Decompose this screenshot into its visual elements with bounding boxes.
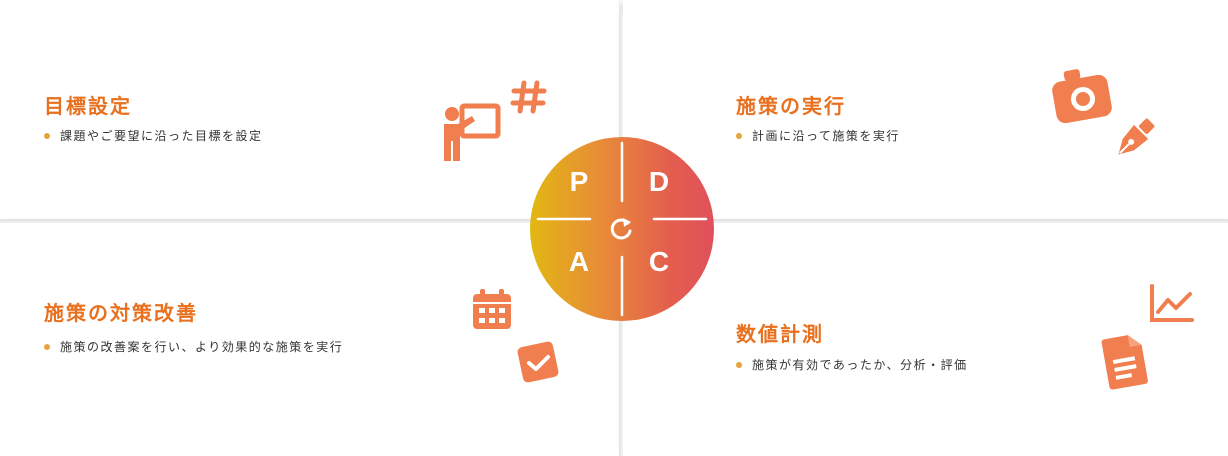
bullet-dot [736,132,742,139]
cycle-letter-a: A [568,246,590,277]
act-bullet: 施策の改善案を行い、より効果的な施策を実行 [44,338,343,355]
check-bullet-text: 施策が有効であったか、分析・評価 [752,358,968,372]
presenter-icon [444,103,501,161]
plan-bullet-text: 課題やご要望に沿った目標を設定 [60,129,263,143]
plan-panel [0,0,619,219]
checkmark-icon [517,341,559,383]
check-title: 数値計測 [736,322,824,346]
cycle-letter-d: D [648,166,670,197]
cycle-letter-p: P [569,166,589,197]
hashtag-icon [510,80,547,114]
refresh-icon [610,218,632,240]
pdca-cycle: P D A C [530,137,714,321]
bullet-dot [736,361,742,368]
bullet-dot [44,132,50,139]
trend-chart-icon [1150,284,1194,322]
plan-bullet: 課題やご要望に沿った目標を設定 [44,127,263,144]
do-bullet-text: 計画に沿って施策を実行 [752,129,900,143]
document-icon [1101,335,1148,390]
act-title: 施策の対策改善 [44,301,198,325]
act-panel [0,223,619,456]
do-panel [623,0,1228,219]
cycle-letter-c: C [648,246,670,277]
cycle-cross-lines [536,141,708,317]
bullet-dot [44,343,50,350]
do-bullet: 計画に沿って施策を実行 [736,127,900,144]
check-bullet: 施策が有効であったか、分析・評価 [736,356,968,373]
act-bullet-text: 施策の改善案を行い、より効果的な施策を実行 [60,340,344,354]
do-title: 施策の実行 [736,94,846,118]
camera-icon [1052,69,1112,124]
plan-title: 目標設定 [44,94,132,118]
pen-nib-icon [1118,118,1155,155]
calendar-icon [473,289,511,329]
